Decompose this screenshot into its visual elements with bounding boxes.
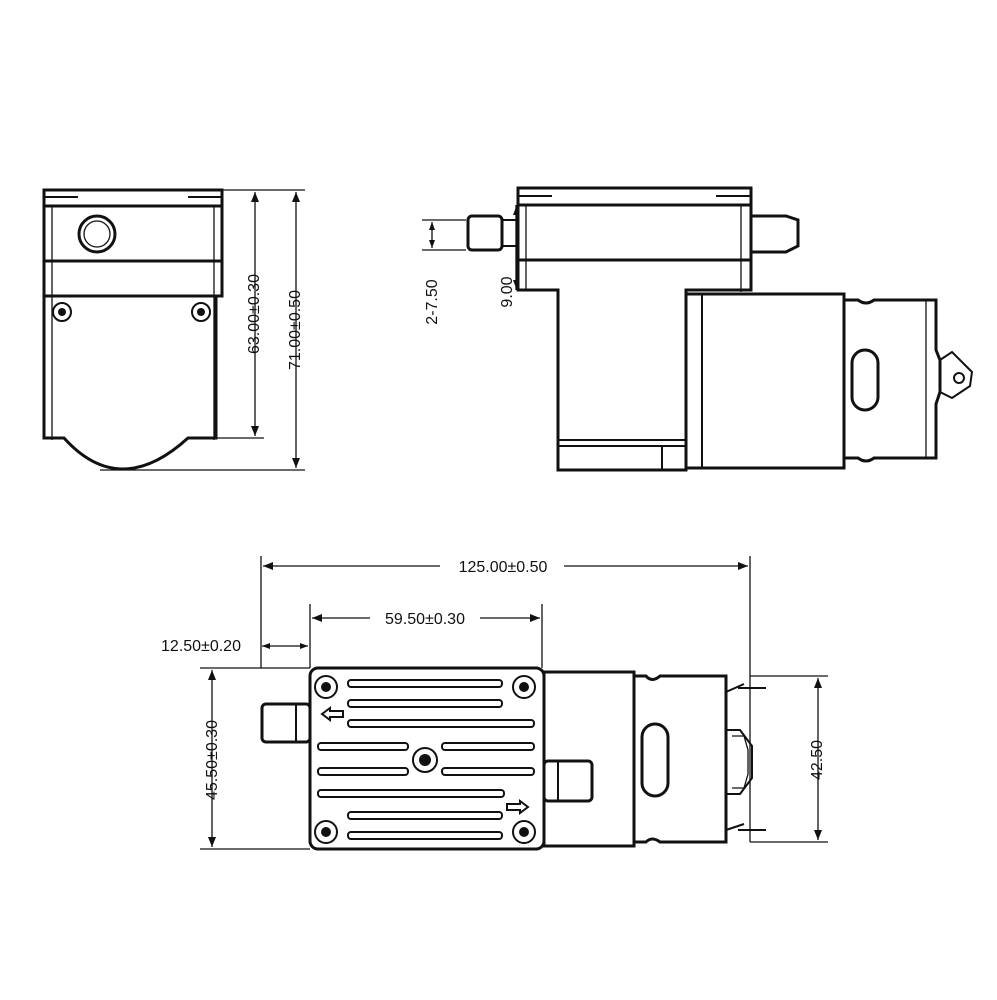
- dim-top-head-length: 59.50±0.30: [385, 611, 465, 628]
- dim-side-inlet-offset: 2-7.50: [424, 279, 441, 324]
- port-icon: [77, 214, 117, 254]
- dim-top-motor-width: 42.50: [809, 740, 826, 780]
- dim-top-total-length: 125.00±0.50: [459, 559, 548, 576]
- dim-side-barb-height: 9.00: [499, 276, 516, 307]
- side-view: 2-7.50 9.00: [422, 186, 974, 472]
- dim-top-head-width: 45.50±0.30: [204, 720, 221, 800]
- flow-arrow-icon: [320, 706, 344, 722]
- front-view: 63.00±0.30 71.00±0.50: [42, 188, 305, 471]
- dim-top-barb-length: 12.50±0.20: [161, 638, 241, 655]
- cooling-slots: [317, 679, 535, 840]
- flow-arrow-icon: [506, 799, 530, 815]
- top-view: 125.00±0.50 59.50±0.30 12.50±0.20 45.50±…: [161, 555, 828, 851]
- dim-front-height-total: 71.00±0.50: [287, 290, 304, 370]
- dim-front-height-body: 63.00±0.30: [246, 274, 263, 354]
